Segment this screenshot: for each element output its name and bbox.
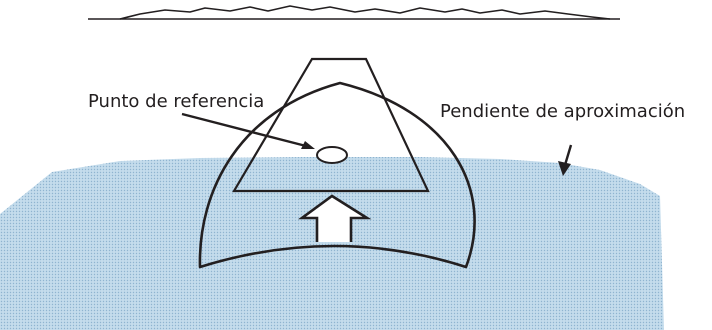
reference-point-ellipse (316, 146, 348, 164)
slope-arrowhead-icon (558, 161, 571, 176)
reference-leader-line (181, 112, 307, 148)
water-area (0, 157, 664, 330)
slope-indicator-line (563, 144, 573, 166)
aiming-trapezoid (232, 57, 430, 193)
coastline-profile (119, 5, 611, 20)
approach-slope-label: Pendiente de aproximación (440, 101, 686, 122)
reference-leader-arrowhead (301, 141, 315, 149)
reference-point-label: Punto de referencia (88, 91, 265, 112)
direction-arrow-icon (298, 194, 372, 242)
field-of-view-dome (198, 81, 476, 269)
